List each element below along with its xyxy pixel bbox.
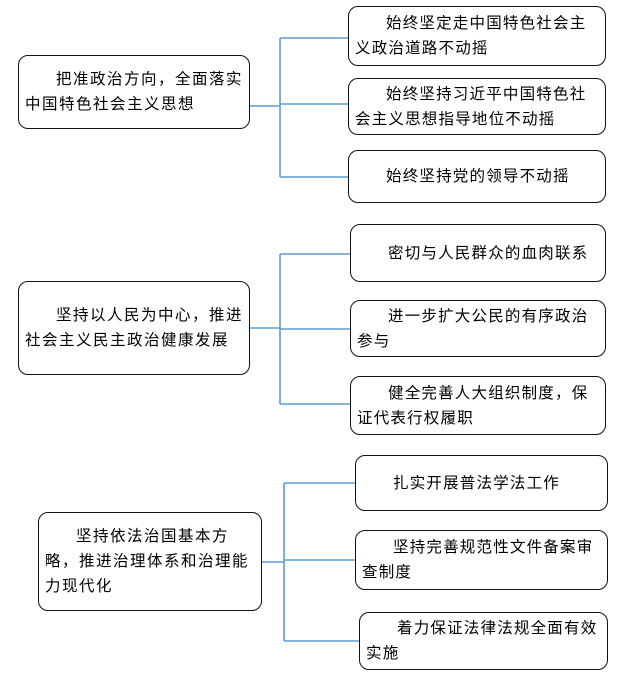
- connector-group-3: [262, 482, 359, 642]
- branch-box: 进一步扩大公民的有序政治参与: [350, 300, 606, 357]
- main-topic-box: 坚持以人民为中心，推进社会主义民主政治健康发展: [18, 281, 250, 375]
- branch-box: 着力保证法律法规全面有效实施: [359, 612, 608, 670]
- branch-text: 始终坚定走中国特色社会主义政治道路不动摇: [355, 14, 587, 57]
- branch-text: 始终坚持习近平中国特色社会主义思想指导地位不动摇: [355, 84, 587, 128]
- branch-text: 健全完善人大组织制度，保证代表行权履职: [357, 383, 589, 427]
- connector-group-1: [250, 37, 348, 178]
- main-topic-box: 把准政治方向，全面落实中国特色社会主义思想: [18, 55, 250, 129]
- branch-text: 密切与人民群众的血肉联系: [388, 243, 589, 262]
- branch-box: 始终坚持党的领导不动摇: [348, 150, 606, 203]
- branch-text: 始终坚持党的领导不动摇: [386, 167, 570, 185]
- main-topic-text: 把准政治方向，全面落实中国特色社会主义思想: [25, 70, 244, 113]
- connector-group-2: [250, 253, 350, 405]
- main-topic-text: 坚持依法治国基本方略，推进治理体系和治理能力现代化: [45, 527, 250, 595]
- main-topic-box: 坚持依法治国基本方略，推进治理体系和治理能力现代化: [38, 512, 262, 611]
- branch-box: 坚持完善规范性文件备案审查制度: [355, 530, 608, 590]
- branch-text: 进一步扩大公民的有序政治参与: [357, 306, 589, 350]
- branch-text: 坚持完善规范性文件备案审查制度: [362, 538, 594, 581]
- branch-box: 密切与人民群众的血肉联系: [350, 224, 606, 282]
- branch-box: 扎实开展普法学法工作: [355, 455, 608, 511]
- branch-text: 着力保证法律法规全面有效实施: [366, 619, 598, 662]
- branch-box: 健全完善人大组织制度，保证代表行权履职: [350, 376, 606, 435]
- branch-box: 始终坚定走中国特色社会主义政治道路不动摇: [348, 6, 606, 66]
- branch-box: 始终坚持习近平中国特色社会主义思想指导地位不动摇: [348, 78, 606, 135]
- main-topic-text: 坚持以人民为中心，推进社会主义民主政治健康发展: [25, 306, 244, 349]
- branch-text: 扎实开展普法学法工作: [393, 473, 561, 492]
